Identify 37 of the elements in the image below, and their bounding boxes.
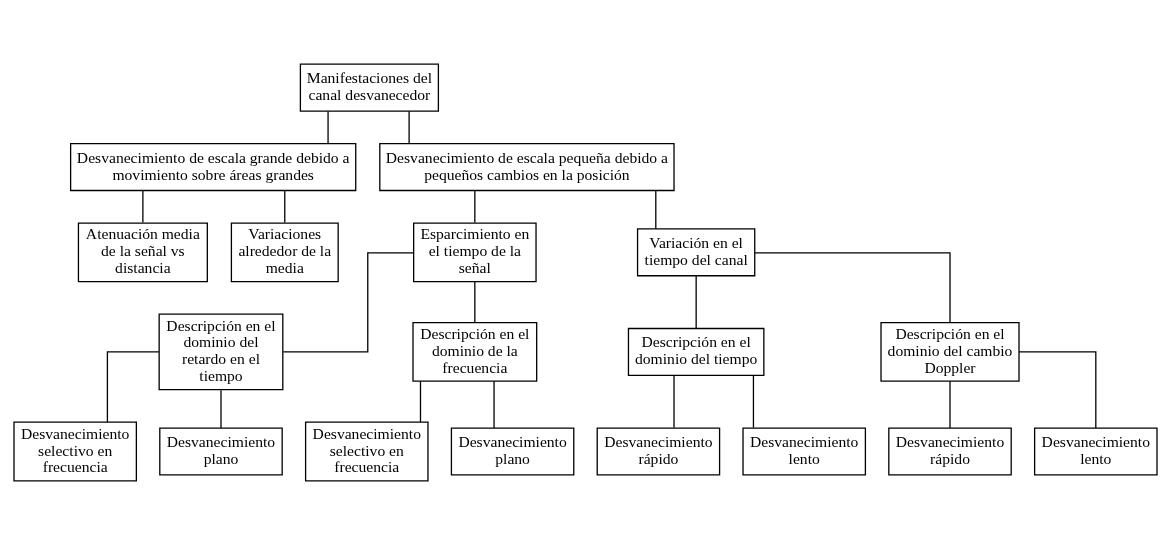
node-box: Atenuación media de la señal vs distancia <box>77 221 208 282</box>
connector <box>106 350 160 423</box>
connector <box>327 110 329 144</box>
node-box: Descripción en el dominio del cambio Doppler <box>880 321 1020 382</box>
node-box: Desvanecimiento selectivo en frecuencia <box>304 421 429 481</box>
node-box: Esparcimiento en el tiempo de la señal <box>413 221 537 282</box>
node-box: Desvanecimiento lento <box>742 426 867 476</box>
node-box: Descripción en el dominio del tiempo <box>627 327 765 376</box>
node-box: Desvanecimiento lento <box>1034 426 1158 476</box>
node-box: Desvanecimiento plano <box>450 426 575 476</box>
connector <box>949 380 951 429</box>
connector <box>752 374 755 428</box>
node-box: Desvanecimiento rápido <box>888 426 1012 476</box>
connector <box>220 389 222 429</box>
connector <box>655 189 657 229</box>
node-box: Variaciones alrededor de la media <box>230 221 339 282</box>
connector <box>284 189 286 223</box>
node-box: Desvanecimiento de escala grande debido a movimiento sobre áreas grandes <box>69 142 357 191</box>
node-box: Descripción en el dominio de la frecuencia <box>412 321 538 382</box>
connector <box>493 380 495 429</box>
node-box: Desvanecimiento selectivo en frecuencia <box>13 421 137 481</box>
node-box: Desvanecimiento de escala pequeña debido a pequeños cambios en la posición <box>379 142 675 191</box>
node-box: Desvanecimiento plano <box>159 426 283 476</box>
connector <box>1018 350 1097 429</box>
connector <box>474 189 476 223</box>
connector <box>282 251 414 353</box>
connector <box>695 274 697 329</box>
node-box: Variación en el tiempo del canal <box>636 227 756 276</box>
connector <box>419 380 422 423</box>
connector <box>673 374 675 428</box>
connector <box>408 110 410 144</box>
node-box: Manifestaciones del canal desvanecedor <box>299 63 440 112</box>
connector <box>474 280 476 323</box>
connector <box>754 251 951 323</box>
node-box: Descripción en el dominio del retardo en el tiempo <box>158 313 284 390</box>
connector <box>142 189 144 223</box>
node-box: Desvanecimiento rápido <box>596 426 721 476</box>
